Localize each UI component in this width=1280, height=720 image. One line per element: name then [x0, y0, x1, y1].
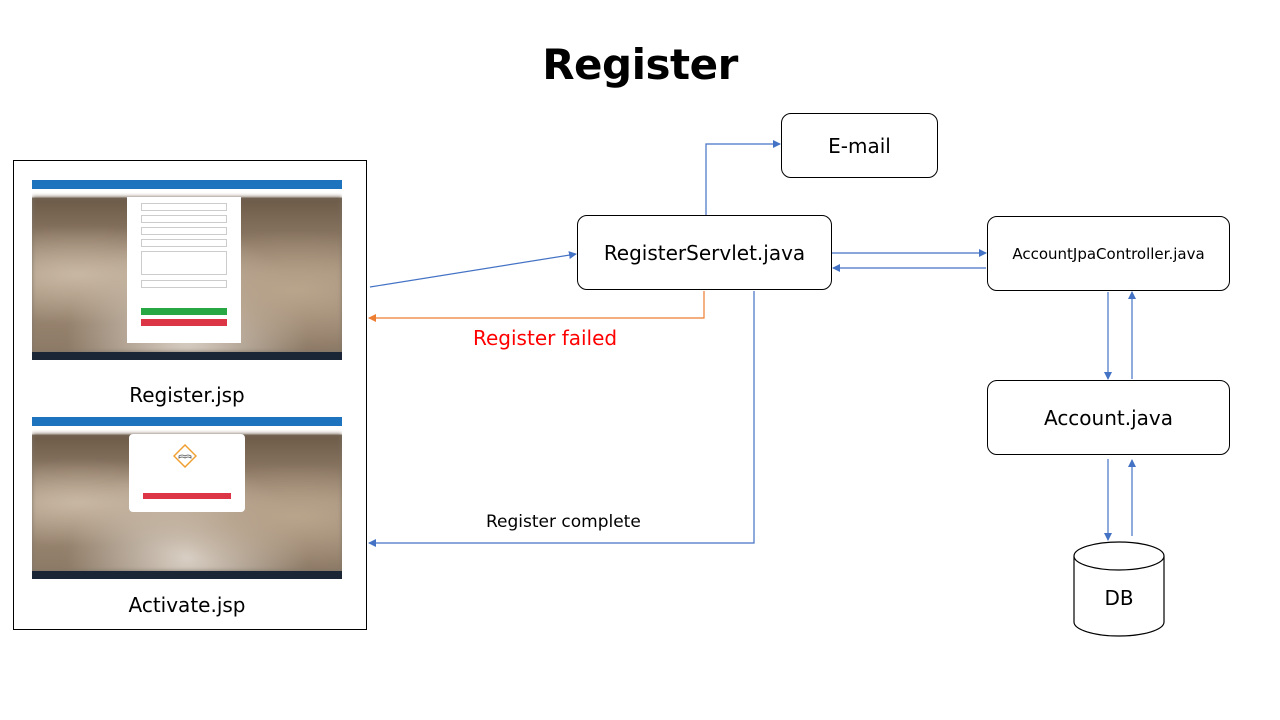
register-jsp-caption: Register.jsp — [129, 383, 245, 407]
email-arrow — [705, 140, 781, 215]
register-form-mockup — [127, 197, 241, 343]
account-box: Account.java — [987, 380, 1230, 455]
register-button-mockup — [141, 308, 227, 315]
request-arrow — [369, 251, 577, 288]
activate-card-mockup — [129, 434, 245, 512]
jsp-pages-frame: Register.jsp Activate.jsp — [13, 160, 367, 630]
register-complete-arrow — [368, 291, 755, 547]
back-button-mockup — [143, 493, 231, 499]
back-button-mockup — [141, 319, 227, 326]
activate-jsp-screenshot — [32, 417, 342, 579]
db-label: DB — [1104, 586, 1134, 610]
activate-jsp-caption: Activate.jsp — [128, 593, 246, 617]
taskbar — [32, 571, 342, 579]
register-servlet-box: RegisterServlet.java — [577, 215, 832, 290]
account-jpa-controller-box: AccountJpaController.java — [987, 216, 1230, 291]
db-cylinder — [1073, 541, 1165, 637]
diagram-title: Register — [542, 40, 738, 89]
email-box: E-mail — [781, 113, 938, 178]
register-failed-arrow — [368, 291, 705, 322]
register-jsp-screenshot — [32, 180, 342, 360]
register-failed-label: Register failed — [473, 326, 618, 350]
book-logo-icon — [173, 444, 197, 468]
register-complete-label: Register complete — [486, 512, 641, 532]
browser-toolbar — [32, 180, 342, 189]
browser-toolbar — [32, 417, 342, 426]
taskbar — [32, 352, 342, 360]
